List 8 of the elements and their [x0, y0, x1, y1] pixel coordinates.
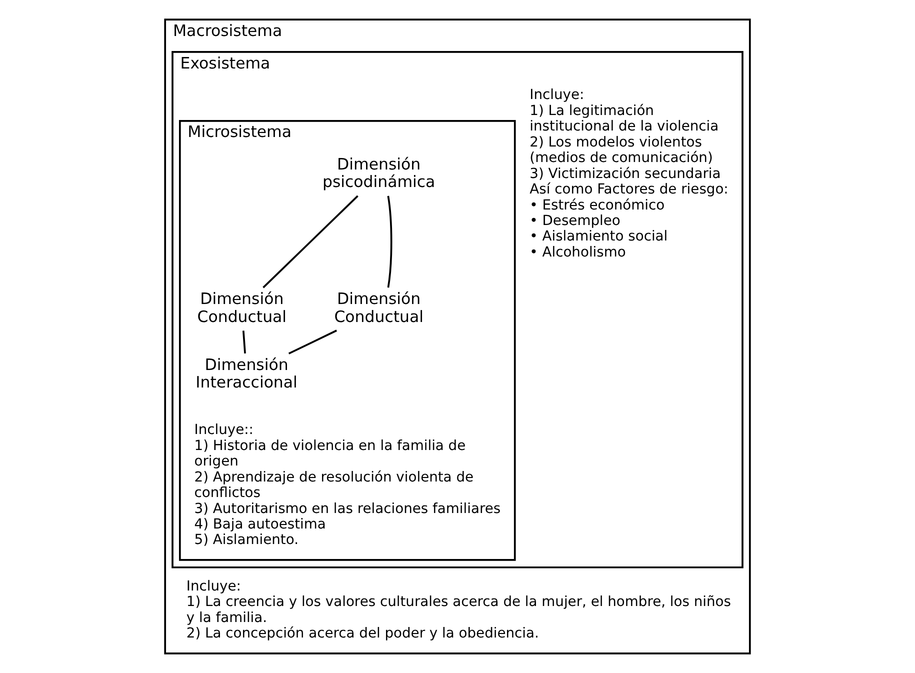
- connector: [262, 195, 358, 288]
- node-text: Dimensión Interaccional: [196, 354, 298, 392]
- node-text: Dimensión Conductual: [197, 289, 287, 326]
- node-text: Dimensión Conductual: [334, 289, 424, 326]
- connector: [242, 330, 246, 354]
- connector: [288, 330, 338, 354]
- node-text: Dimensión psicodinámica: [322, 154, 436, 192]
- connector: [387, 196, 392, 288]
